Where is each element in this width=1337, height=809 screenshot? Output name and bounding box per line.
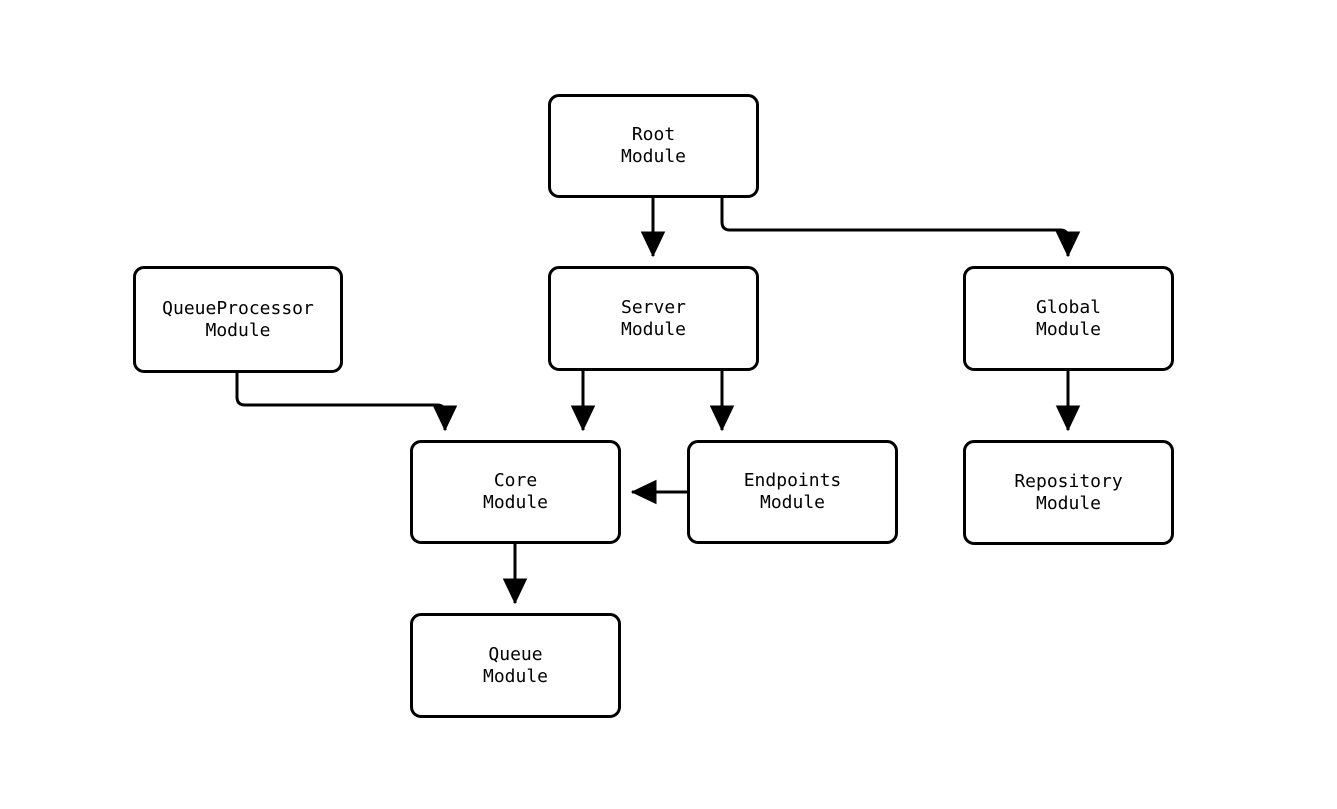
node-global-module[interactable]: Global Module [963, 266, 1174, 371]
node-server-module-line1: Server [620, 296, 687, 318]
node-endpoints-module[interactable]: Endpoints Module [687, 440, 898, 544]
node-queue-module[interactable]: Queue Module [410, 613, 621, 718]
node-core-module[interactable]: Core Module [410, 440, 621, 544]
edge-queueprocessor-to-core [235, 373, 458, 432]
node-server-module[interactable]: Server Module [548, 266, 759, 371]
node-queue-module-line2: Module [482, 665, 549, 687]
node-global-module-line2: Module [1035, 318, 1102, 340]
node-core-module-line1: Core [493, 470, 538, 491]
node-repository-module-line2: Module [1035, 492, 1102, 514]
node-queueprocessor-module-line1: QueueProcessor [162, 297, 314, 319]
edge-root-to-global [720, 198, 1081, 258]
node-queueprocessor-module[interactable]: QueueProcessor Module [133, 266, 343, 373]
node-server-module-line2: Module [620, 318, 687, 340]
node-root-module-line1: Root [631, 124, 676, 145]
node-queueprocessor-module-line2: Module [205, 319, 271, 341]
node-endpoints-module-line2: Module [759, 492, 826, 513]
node-repository-module-line1: Repository [1014, 470, 1123, 492]
node-core-module-line2: Module [482, 492, 549, 513]
node-repository-module[interactable]: Repository Module [963, 440, 1174, 545]
node-queue-module-line1: Queue [488, 643, 543, 665]
node-root-module-line2: Module [620, 146, 687, 167]
node-root-module[interactable]: Root Module [548, 94, 759, 198]
node-endpoints-module-line1: Endpoints [743, 470, 842, 491]
node-global-module-line1: Global [1035, 296, 1102, 318]
